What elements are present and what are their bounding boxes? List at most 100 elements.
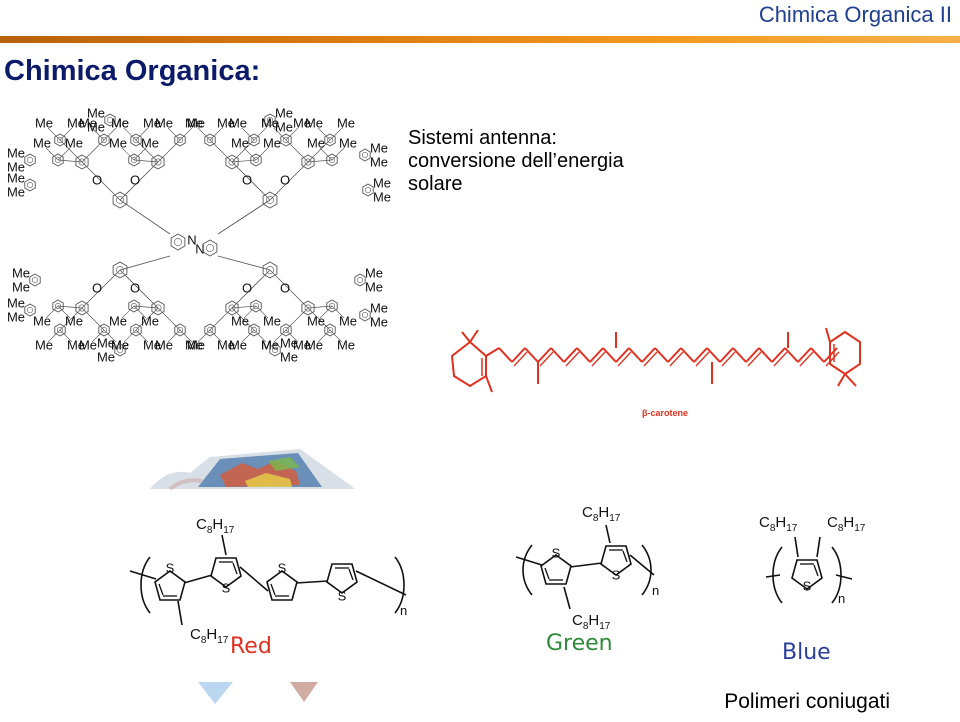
methyl-label: Me	[87, 119, 105, 134]
methyl-label: Me	[79, 337, 97, 352]
methyl-label: Me	[275, 119, 293, 134]
methyl-label: Me	[141, 135, 159, 150]
methyl-label: Me	[155, 337, 173, 352]
substituent-bottom: C8H17	[572, 612, 611, 632]
repeat-unit-n: n	[838, 591, 845, 606]
methyl-label: Me	[7, 170, 25, 185]
methyl-label: Me	[337, 337, 355, 352]
methyl-label: Me	[305, 337, 323, 352]
methyl-label: Me	[373, 175, 391, 190]
thiophene-ring-3	[266, 570, 298, 601]
methyl-label: Me	[263, 313, 281, 328]
subtitle-line-1: Sistemi antenna:	[408, 127, 557, 149]
thiophene-ring-4	[326, 563, 358, 594]
methyl-label: Me	[307, 135, 325, 150]
substituent-bottom: C8H17	[190, 626, 229, 646]
methyl-label: Me	[275, 105, 293, 120]
methyl-label: Me	[12, 265, 30, 280]
methyl-label: Me	[339, 135, 357, 150]
slide-subtitle: Sistemi antenna: conversione dell’energi…	[408, 127, 624, 196]
methyl-label: Me	[35, 115, 53, 130]
methyl-label: Me	[33, 135, 51, 150]
methyl-label: Me	[187, 115, 205, 130]
methyl-label: Me	[370, 300, 388, 315]
methyl-label: Me	[370, 154, 388, 169]
methyl-label: Me	[293, 337, 311, 352]
methyl-label: Me	[293, 115, 311, 130]
methyl-label: Me	[217, 115, 235, 130]
methyl-label: Me	[280, 335, 298, 350]
methyl-label: Me	[231, 135, 249, 150]
methyl-label: Me	[141, 313, 159, 328]
thiophene-ring-2	[600, 545, 632, 576]
methyl-label: Me	[305, 115, 323, 130]
methyl-label: Me	[217, 337, 235, 352]
methyl-label: Me	[67, 115, 85, 130]
methyl-label: Me	[109, 313, 127, 328]
oxygen-atom: O	[130, 172, 140, 187]
nitrogen-atom: N	[195, 241, 204, 256]
methyl-label: Me	[97, 349, 115, 364]
methyl-label: Me	[12, 279, 30, 294]
methyl-label: Me	[365, 265, 383, 280]
methyl-label: Me	[97, 335, 115, 350]
methyl-label: Me	[87, 105, 105, 120]
methyl-label: Me	[337, 115, 355, 130]
methyl-label: Me	[261, 337, 279, 352]
methyl-label: Me	[7, 159, 25, 174]
methyl-label: Me	[111, 115, 129, 130]
substituent-top: C8H17	[196, 516, 235, 536]
methyl-label: Me	[33, 313, 51, 328]
methyl-label: Me	[370, 140, 388, 155]
thiophene-ring-1	[540, 554, 572, 585]
methyl-label: Me	[67, 337, 85, 352]
methyl-label: Me	[373, 189, 391, 204]
methyl-label: Me	[35, 337, 53, 352]
beta-carotene-label: β-carotene	[642, 408, 688, 418]
sulfur-atom: S	[338, 588, 347, 603]
methyl-label: Me	[370, 314, 388, 329]
methyl-label: Me	[111, 337, 129, 352]
oxygen-atom: O	[280, 280, 290, 295]
methyl-label: Me	[7, 145, 25, 160]
substituent-top: C8H17	[582, 504, 621, 524]
photo-fragment-left	[198, 682, 233, 704]
polymer-name-blue: Blue	[782, 640, 831, 665]
repeat-unit-n: n	[400, 603, 407, 618]
oxygen-atom: O	[242, 280, 252, 295]
course-title: Chimica Organica II	[758, 2, 952, 27]
repeat-unit-n: n	[652, 583, 659, 598]
methyl-label: Me	[155, 115, 173, 130]
methyl-label: Me	[187, 337, 205, 352]
oxygen-atom: O	[130, 280, 140, 295]
slide-caption: Polimeri coniugati	[724, 690, 890, 713]
sulfur-atom: S	[803, 578, 812, 593]
methyl-label: Me	[365, 279, 383, 294]
methyl-label: Me	[65, 135, 83, 150]
methyl-label: Me	[229, 115, 247, 130]
flexible-display-photo	[150, 449, 355, 491]
oxygen-atom: O	[242, 172, 252, 187]
methyl-label: Me	[143, 337, 161, 352]
header-rule	[0, 36, 960, 43]
subtitle-line-2: conversione dell’energia	[408, 150, 624, 172]
methyl-label: Me	[7, 309, 25, 324]
polymer-name-green: Green	[546, 631, 613, 656]
subtitle-line-3: solare	[408, 173, 463, 195]
oxygen-atom: O	[92, 280, 102, 295]
methyl-label: Me	[65, 313, 83, 328]
methyl-label: Me	[339, 313, 357, 328]
methyl-label: Me	[307, 313, 325, 328]
thiophene-ring-1	[154, 570, 186, 601]
methyl-label: Me	[109, 135, 127, 150]
methyl-label: Me	[185, 337, 203, 352]
sulfur-atom: S	[278, 560, 287, 575]
methyl-label: Me	[7, 295, 25, 310]
beta-carotene-figure: β-carotene	[450, 327, 861, 418]
oxygen-atom: O	[92, 172, 102, 187]
thiophene-ring-2	[210, 557, 242, 588]
polymer-name-red: Red	[230, 634, 272, 659]
slide-title: Chimica Organica:	[4, 55, 261, 87]
methyl-label: Me	[7, 184, 25, 199]
